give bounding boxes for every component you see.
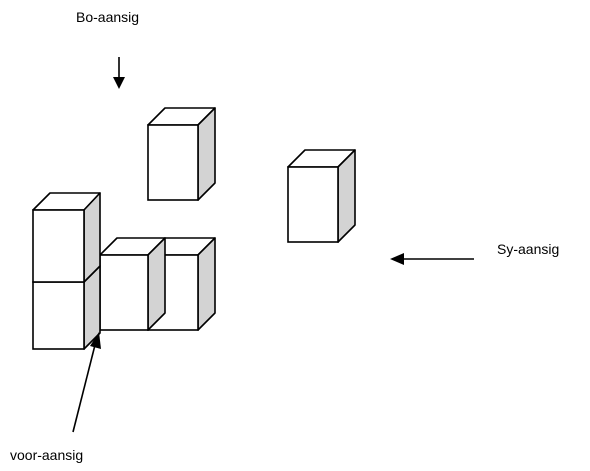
ground-cube-middle: [99, 237, 166, 331]
top-view-arrow: [113, 57, 125, 89]
front-view-arrow: [72, 332, 101, 433]
side-view-arrow: [390, 253, 474, 265]
front-view-label: voor-aansig: [10, 447, 84, 463]
top-view-label: Bo-aansig: [76, 9, 140, 25]
floating-cube-side-view: [287, 149, 356, 243]
side-view-label: Sy-aansig: [497, 241, 560, 257]
stack-cube-bottom: [32, 265, 101, 350]
floating-cube-top-view: [147, 107, 216, 201]
stack-cube-top: [32, 192, 101, 283]
